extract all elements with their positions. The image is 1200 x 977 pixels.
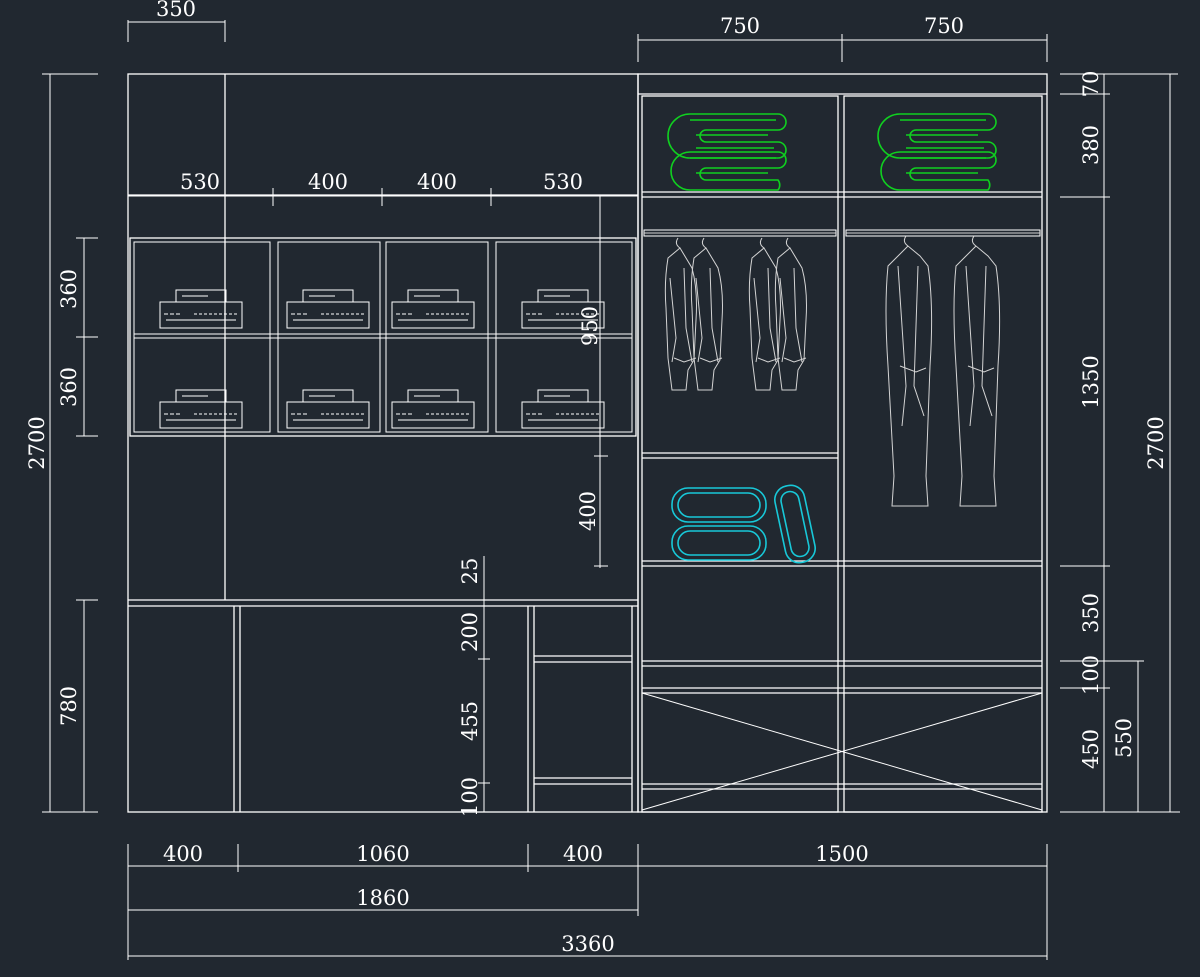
dim-top-left-width: 350 (156, 0, 196, 21)
stereo-receiver-icon (391, 389, 475, 429)
left-unit (127, 73, 639, 813)
dim-cabinet-400: 400 (576, 491, 600, 531)
stereo-receiver-icon (159, 289, 243, 329)
dim-wardrobe-right: 750 (924, 14, 964, 38)
stereo-receiver-icon (159, 389, 243, 429)
dim-cubby-mid2: 400 (417, 170, 457, 194)
dim-right-70: 70 (1079, 71, 1103, 98)
hanging-coats (885, 235, 1001, 507)
folded-towel-icon (667, 113, 787, 191)
dim-cabinet-950: 950 (578, 306, 602, 346)
dim-bottom-400-right: 400 (563, 842, 603, 866)
folded-towel-icon (877, 113, 997, 191)
dim-right-350: 350 (1079, 593, 1103, 633)
stereo-receiver-icon (286, 289, 370, 329)
dim-bottom-1060: 1060 (356, 842, 409, 866)
dim-right-550: 550 (1112, 718, 1136, 758)
dim-right-100: 100 (1079, 655, 1103, 695)
stereo-receiver-icon (391, 289, 475, 329)
dim-cubby-right: 530 (543, 170, 583, 194)
dim-bottom-400-left: 400 (163, 842, 203, 866)
wardrobe (637, 73, 1048, 813)
hanging-coat-icon (885, 235, 933, 507)
dim-cubby-mid1: 400 (308, 170, 348, 194)
stereo-receiver-icon (521, 389, 605, 429)
dim-wardrobe-left: 750 (720, 14, 760, 38)
rolled-towel-icon (671, 484, 816, 564)
dimension-lines (42, 20, 1180, 960)
dim-drawer-455: 455 (458, 701, 482, 741)
dim-bottom-3360: 3360 (561, 932, 614, 956)
dimension-labels: 350 750 750 530 400 400 530 2700 360 360… (25, 0, 1168, 956)
dim-bottom-1860: 1860 (356, 886, 409, 910)
dim-cubby-left: 530 (180, 170, 220, 194)
dim-desk-top-25: 25 (458, 558, 482, 585)
dim-left-total-height: 2700 (25, 416, 49, 469)
stereo-receivers (159, 289, 605, 429)
dim-right-total-height: 2700 (1144, 416, 1168, 469)
dim-cubby-row1: 360 (57, 269, 81, 309)
dim-right-380: 380 (1079, 125, 1103, 165)
dim-right-450: 450 (1079, 729, 1103, 769)
dim-desk-height: 780 (57, 686, 81, 726)
hanging-shirts (664, 237, 807, 391)
stereo-receiver-icon (286, 389, 370, 429)
dim-right-1350: 1350 (1079, 355, 1103, 408)
dim-drawer-200: 200 (458, 612, 482, 652)
dim-cubby-row2: 360 (57, 367, 81, 407)
dim-bottom-1500: 1500 (815, 842, 868, 866)
dim-plinth-100: 100 (458, 777, 482, 817)
hanging-coat-icon (953, 235, 1001, 507)
